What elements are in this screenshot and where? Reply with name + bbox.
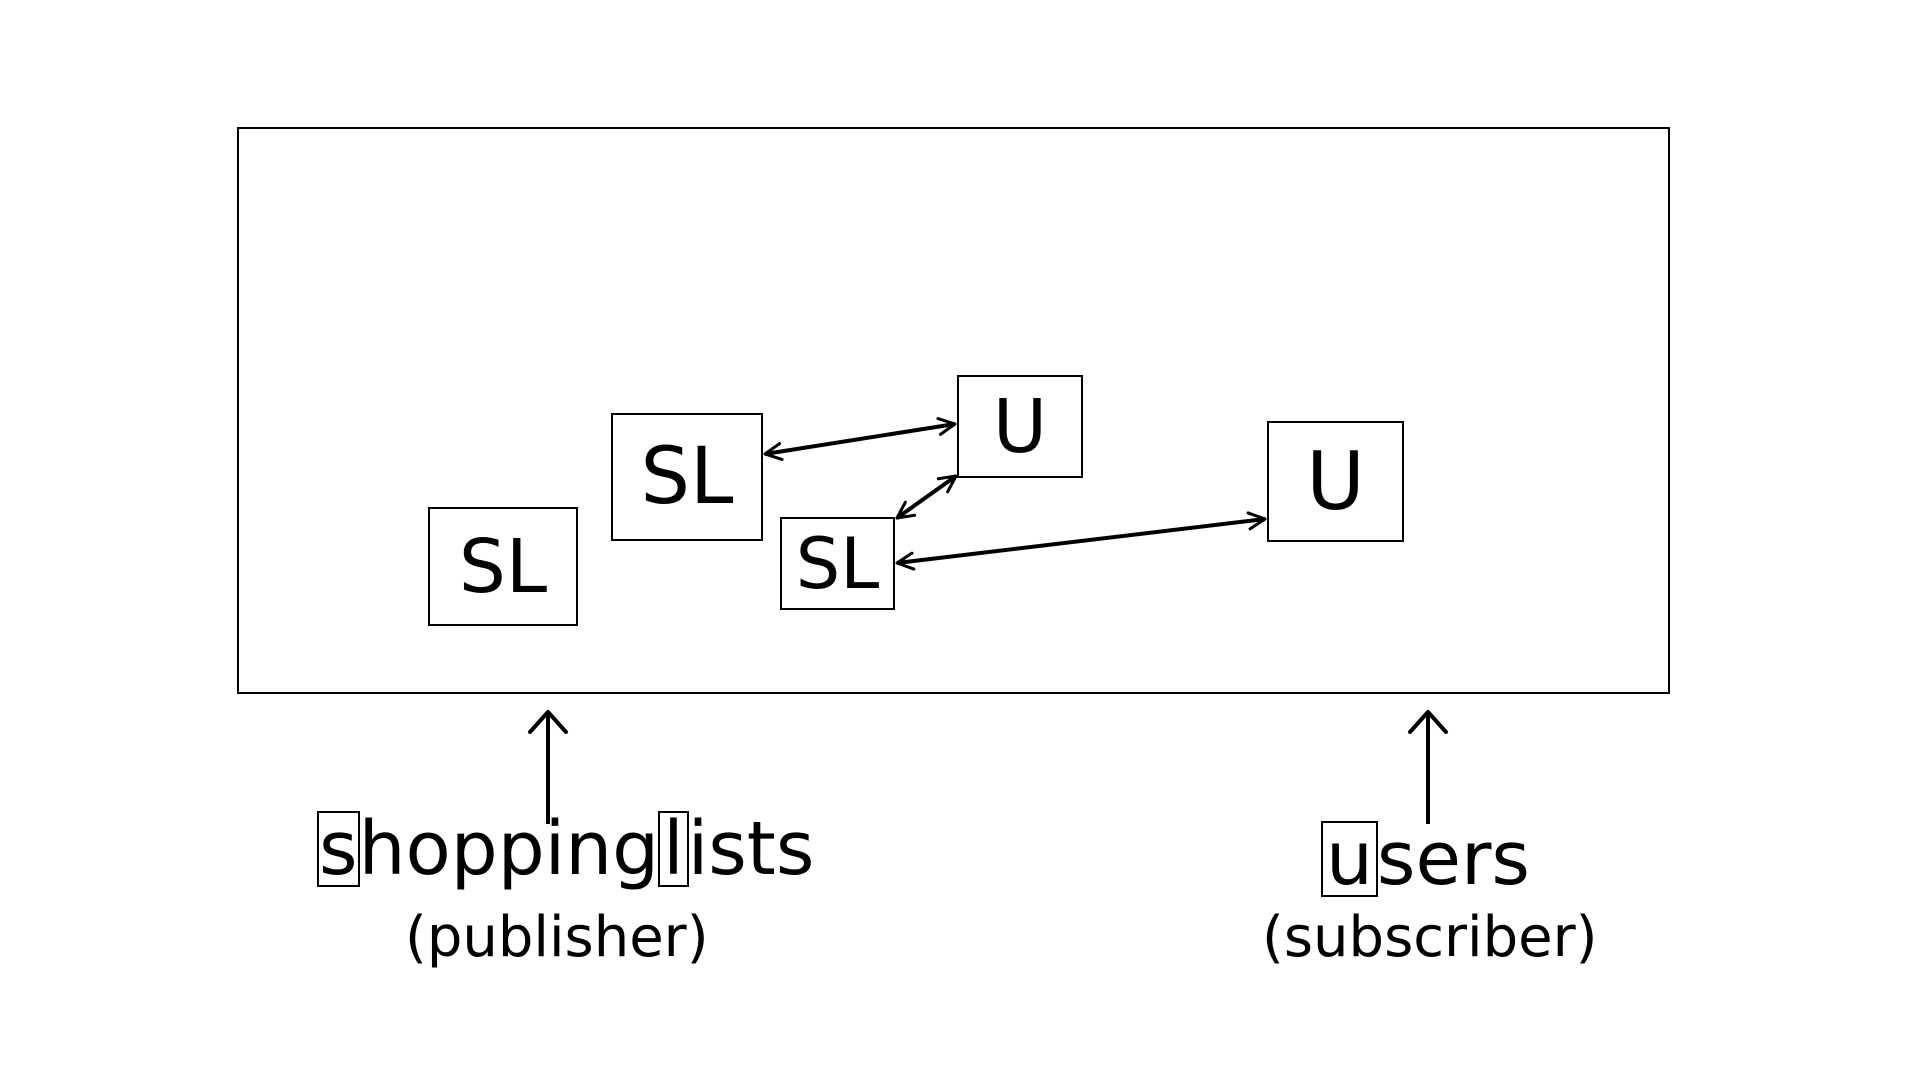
user-node-1: U	[957, 375, 1083, 478]
publisher-initial-boxed: s	[317, 806, 360, 892]
subscriber-initial-boxed: u	[1321, 821, 1378, 897]
publisher-boxed-letter: l	[658, 811, 689, 887]
edge-sl3-u2	[895, 511, 1267, 571]
user-node-2: U	[1267, 421, 1404, 542]
subscriber-label: users	[1321, 821, 1530, 897]
pointer-arrow-publisher	[528, 710, 568, 824]
node-label: U	[1306, 434, 1365, 528]
shoppinglist-node-1: SL	[428, 507, 578, 626]
system-container	[237, 127, 1670, 694]
edge-sl3-u1	[895, 474, 958, 520]
node-label: SL	[640, 432, 734, 522]
subscriber-word-rest: sers	[1376, 816, 1530, 902]
edge-sl2-u1	[763, 417, 957, 461]
publisher-word-mid: hopping	[358, 806, 660, 892]
pointer-arrow-subscriber	[1408, 710, 1448, 824]
publisher-word-rest: ists	[687, 806, 815, 892]
subscriber-role: (subscriber)	[1262, 905, 1598, 970]
shoppinglist-node-3: SL	[780, 517, 895, 610]
node-label: U	[992, 383, 1048, 470]
publisher-role: (publisher)	[405, 905, 709, 970]
publisher-label: shoppinglists	[317, 806, 814, 892]
node-label: SL	[795, 522, 880, 605]
shoppinglist-node-2: SL	[611, 413, 763, 541]
node-label: SL	[458, 523, 548, 610]
